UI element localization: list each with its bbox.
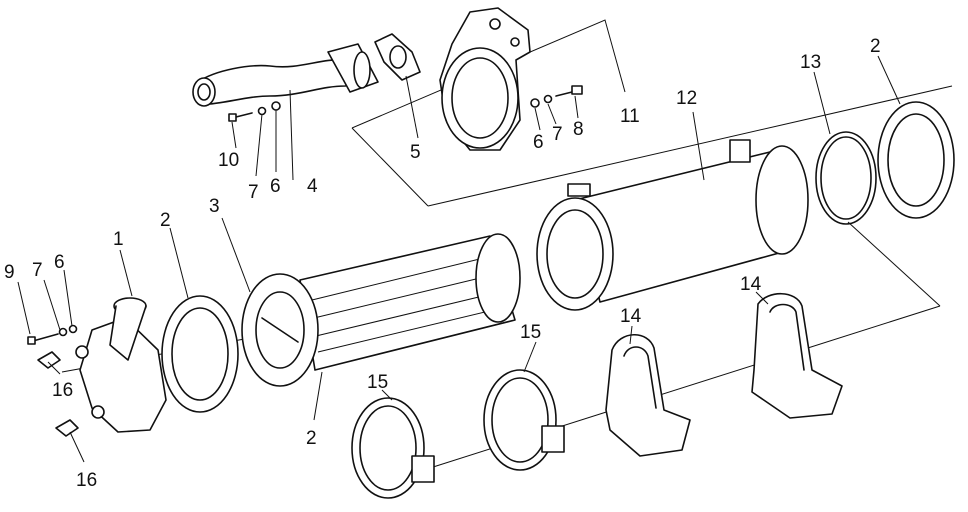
label-part-5: 5 [410,142,421,163]
part-labels: 1 2 3 4 5 6 7 8 11 12 13 2 10 7 6 9 7 6 … [4,36,881,491]
bolt-set-left [228,101,281,122]
label-part-6-mid: 6 [270,176,281,197]
gasket-part-13 [815,131,877,225]
label-part-2-right: 2 [870,36,881,57]
clamp-part-15-left [351,397,435,499]
bolt-set-far-left [27,324,79,437]
flange-gasket-part-2-left [161,295,239,413]
label-part-4: 4 [307,176,318,197]
inlet-pipe-part-4 [192,43,379,107]
label-part-12: 12 [676,88,697,109]
label-part-13: 13 [800,52,821,73]
label-part-15-left: 15 [367,372,388,393]
label-part-3: 3 [209,196,220,217]
flange-gasket-part-2-right [877,101,955,219]
inlet-casting-part-1 [75,297,167,433]
label-part-6-left: 6 [54,252,65,273]
clamp-part-15-right [483,369,565,471]
gasket-part-5 [374,33,421,81]
end-cover-part-11 [439,7,531,151]
label-part-16-upper: 16 [52,380,73,401]
tube-bundle-part-3 [241,233,521,387]
label-part-7-top: 7 [552,124,563,145]
label-part-7-left: 7 [32,260,43,281]
support-part-14-left [605,334,691,457]
label-part-2-bottom: 2 [306,428,317,449]
label-part-14-left: 14 [620,306,642,327]
bolt-set-top [530,85,583,108]
label-part-8: 8 [573,119,584,140]
label-part-6-top: 6 [533,132,544,153]
label-part-1: 1 [113,229,124,250]
label-part-10: 10 [218,150,239,171]
support-part-14-right [751,292,843,419]
label-part-2-left: 2 [160,210,171,231]
shell-part-12 [536,139,809,311]
label-part-7-mid: 7 [248,182,259,203]
label-part-15-right: 15 [520,322,541,343]
leader-lines [17,55,901,463]
label-part-9: 9 [4,262,15,283]
label-part-14-right: 14 [740,274,762,295]
label-part-16-lower: 16 [76,470,97,491]
label-part-11: 11 [620,106,640,127]
